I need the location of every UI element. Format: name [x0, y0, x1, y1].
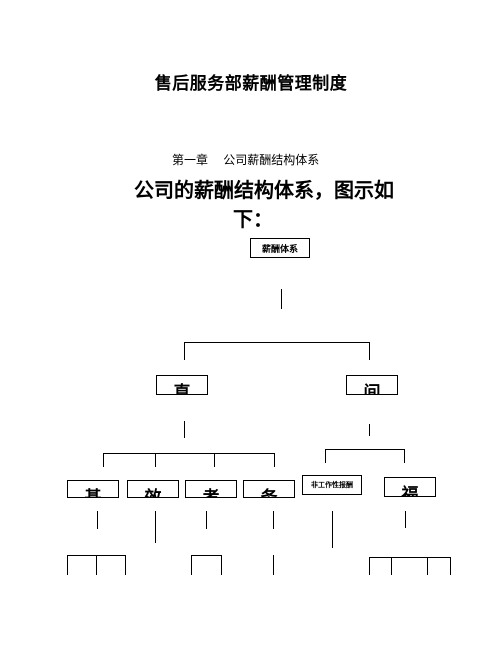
chart-box-label: 效 [144, 488, 162, 498]
connector-line [404, 449, 405, 463]
chart-box-label: 考 [202, 488, 220, 498]
document-title: 售后服务部薪酬管理制度 [154, 74, 348, 94]
chart-box-label: 间 [363, 383, 381, 395]
chart-box-label: 非工作性报酬 [311, 481, 353, 489]
chart-box-label: 直 [173, 383, 191, 395]
connector-line [206, 511, 207, 529]
chart-box-non-work-compensation: 非工作性报酬 [302, 475, 362, 495]
connector-line [103, 453, 275, 454]
connector-line [155, 453, 156, 467]
connector-line [125, 555, 126, 575]
chart-box-label: 基 [84, 488, 102, 498]
chart-root-box: 薪酬体系 [250, 238, 310, 258]
chart-box-service: 务 [243, 480, 295, 498]
intro-text-line-1: 公司的薪酬结构体系，图示如 [134, 178, 394, 202]
chart-box-welfare: 福 [384, 477, 436, 497]
connector-line [97, 511, 98, 529]
connector-line [369, 424, 370, 436]
chart-box-performance: 效 [127, 480, 179, 498]
chart-root-label: 薪酬体系 [261, 244, 298, 255]
connector-line [325, 449, 326, 463]
chart-box-direct: 直 [156, 375, 208, 395]
chart-box-assessment: 考 [185, 480, 237, 498]
connector-line [221, 555, 222, 575]
connector-line [184, 421, 185, 438]
chart-box-label: 务 [260, 488, 278, 498]
connector-line [369, 557, 451, 558]
connector-line [325, 449, 405, 450]
connector-line [191, 555, 192, 575]
connector-line [281, 289, 282, 309]
connector-line [273, 511, 274, 529]
intro-text-line-2: 下： [233, 207, 273, 231]
connector-line [67, 555, 68, 575]
connector-line [369, 557, 370, 575]
connector-line [184, 342, 185, 360]
connector-line [96, 555, 97, 575]
connector-line [405, 511, 406, 528]
connector-line [214, 453, 215, 467]
connector-line [369, 342, 370, 360]
connector-line [332, 511, 333, 548]
chart-box-indirect: 间 [346, 375, 398, 395]
connector-line [427, 557, 428, 575]
chapter-heading: 第一章 公司薪酬结构体系 [172, 153, 320, 167]
connector-line [391, 557, 392, 575]
chart-box-basic: 基 [67, 480, 119, 498]
connector-line [184, 342, 370, 343]
connector-line [191, 555, 222, 556]
chart-box-label: 福 [401, 485, 419, 497]
connector-line [273, 555, 274, 575]
connector-line [274, 453, 275, 467]
connector-line [103, 453, 104, 467]
connector-line [450, 557, 451, 575]
connector-line [155, 511, 156, 543]
